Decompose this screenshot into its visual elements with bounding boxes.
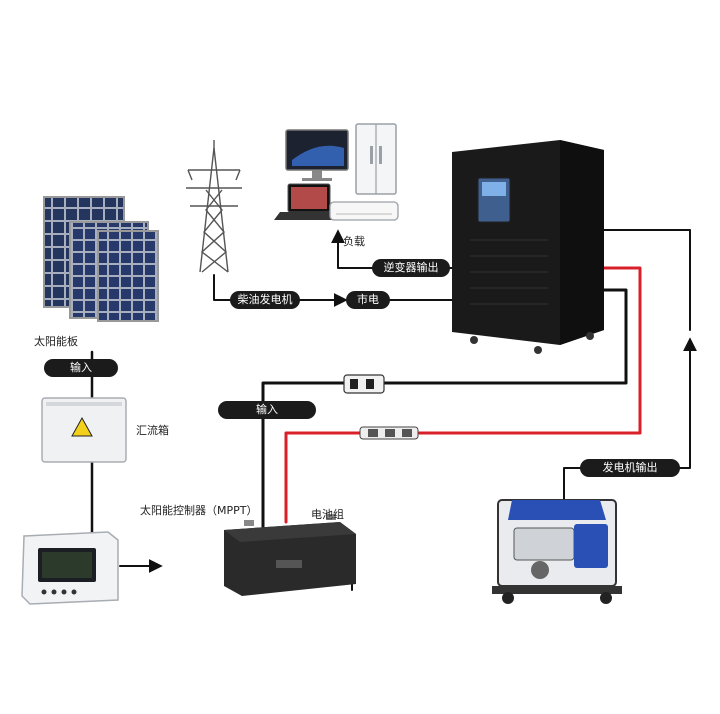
mppt-controller-icon [22, 532, 118, 604]
battery-icon [224, 514, 356, 596]
inverter-cabinet-icon [452, 140, 604, 354]
fuse-icon [360, 427, 418, 439]
wire-tower-down [214, 275, 232, 300]
fridge-icon [356, 124, 396, 194]
air-conditioner-icon [330, 202, 398, 220]
wire-inverter-right [596, 230, 690, 330]
combiner-box-icon [42, 398, 126, 462]
pill-inverter-output: 逆变器输出 [372, 259, 450, 277]
pill-input-top: 输入 [44, 359, 118, 377]
pill-diesel-generator: 柴油发电机 [230, 291, 300, 309]
solar-panel-icon [44, 197, 158, 321]
power-tower-icon [186, 140, 242, 272]
label-solar-panel: 太阳能板 [34, 333, 78, 349]
generator-icon [492, 500, 622, 604]
label-combiner-box: 汇流箱 [136, 422, 169, 438]
breaker-icon [344, 375, 384, 393]
pill-city-power: 市电 [346, 291, 390, 309]
label-load: 负载 [343, 233, 365, 249]
label-battery: 电池组 [311, 506, 344, 522]
monitor-icon [286, 130, 348, 181]
pill-generator-output: 发电机输出 [580, 459, 680, 477]
label-controller: 太阳能控制器（MPPT） [140, 502, 257, 518]
pill-input-mid: 输入 [218, 401, 316, 419]
